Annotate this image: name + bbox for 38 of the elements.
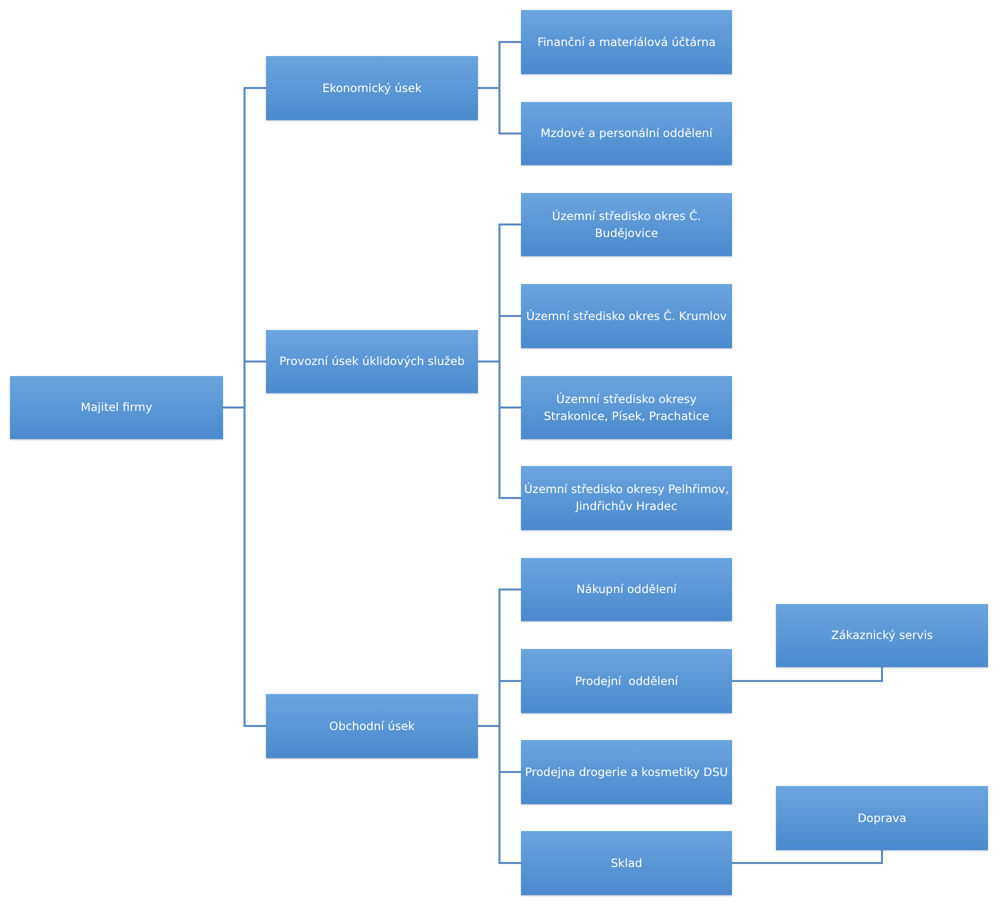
org-box — [521, 376, 732, 439]
box-label: Finanční a materiálová účtárna — [536, 34, 717, 50]
org-box — [521, 10, 732, 74]
connector-line — [732, 850, 883, 864]
box-label: Doprava — [856, 810, 908, 826]
box-label: Územní středisko okres Č. Budějovice — [551, 208, 702, 242]
connector-line — [223, 406, 266, 727]
org-box — [521, 102, 732, 165]
org-box — [776, 604, 988, 667]
org-box — [10, 376, 223, 439]
org-box — [521, 649, 732, 713]
connector-line — [732, 667, 883, 682]
box-label: Mzdové a personální oddělení — [540, 125, 714, 142]
org-box — [521, 193, 732, 256]
box-label: Majitel firmy — [80, 399, 154, 416]
box-label: Ekonomický úsek — [321, 80, 423, 96]
org-box — [521, 831, 732, 895]
org-box — [521, 466, 732, 530]
box-label: Obchodní úsek — [328, 718, 416, 734]
box-label: Zákaznický servis — [830, 627, 934, 644]
org-box — [521, 284, 732, 348]
org-box — [266, 330, 478, 393]
box-label: Územní středisko okres Č. Krumlov — [525, 308, 728, 324]
box-label: Provozní úsek úklidových služeb — [278, 353, 466, 370]
box-label: Územní středisko okresy Pelhřimov, Jindřichův Hradec — [523, 481, 730, 515]
connector-line — [478, 360, 521, 499]
org-box — [266, 694, 478, 758]
box-label: Prodejní oddělení — [574, 672, 680, 690]
org-box — [266, 56, 478, 120]
connector-line — [478, 725, 521, 864]
box-label: Prodejna drogerie a kosmetiky DSU — [524, 764, 729, 780]
org-box — [776, 786, 988, 850]
box-label: Nákupní oddělení — [575, 581, 678, 598]
box-label: Územní středisko okresy Strakonice, Písek, Prachatice — [542, 390, 710, 424]
org-box — [521, 740, 732, 804]
org-box — [521, 558, 732, 621]
connector-line — [478, 87, 521, 134]
box-label: Sklad — [610, 854, 644, 872]
